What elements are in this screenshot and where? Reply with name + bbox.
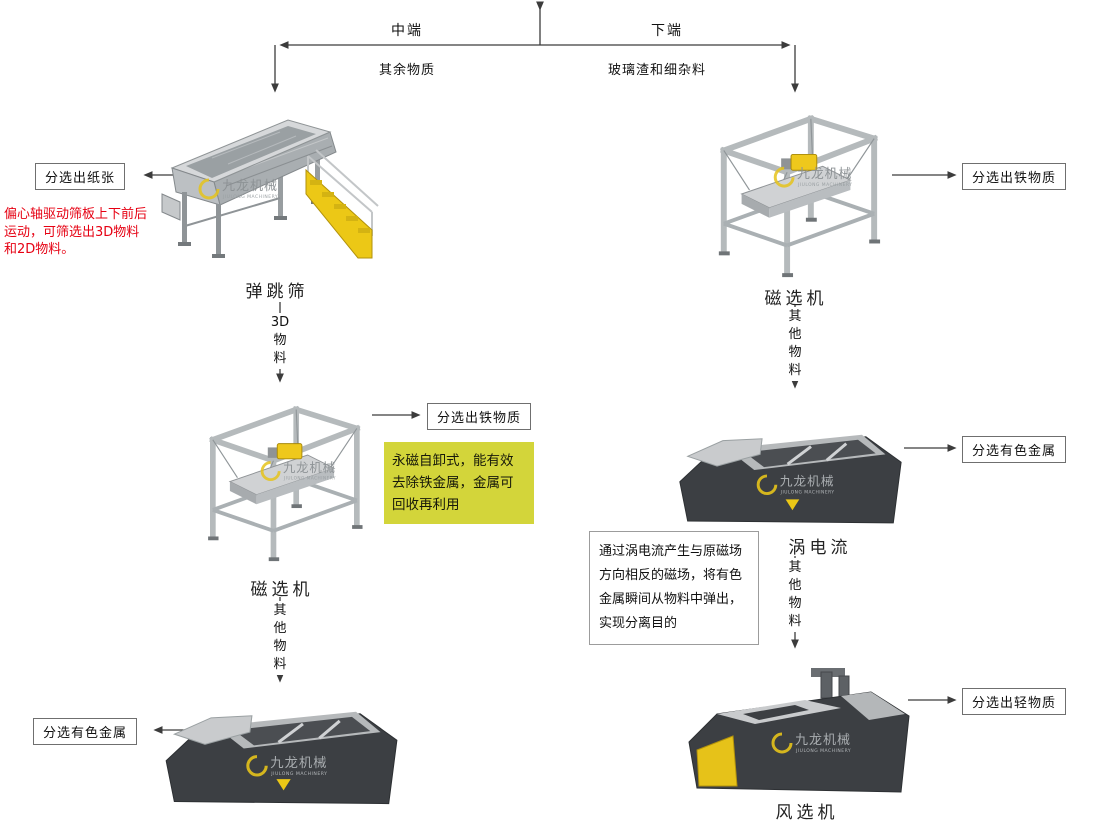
rim-right — [841, 692, 905, 720]
watermark-sub: JIULONG MACHINERY — [270, 771, 327, 777]
outcome-box-iron-left: 分选出铁物质 — [427, 403, 532, 430]
magnet-frame-illustration: 九龙机械 JIULONG MACHINERY — [718, 115, 881, 278]
caption-magnet-left: 磁选机 — [250, 580, 314, 600]
caption-air-separator: 风选机 — [775, 803, 839, 823]
watermark-sub: JIULONG MACHINERY — [222, 194, 278, 200]
machine-bounce-screen: 九龙机械 JIULONG MACHINERY — [160, 106, 395, 271]
stair-railing — [307, 155, 373, 213]
air-separator-illustration: 九龙机械 JIULONG MACHINERY — [688, 668, 910, 793]
yellow-detail — [276, 779, 291, 791]
stream-label-other-materials: 其余物质 — [378, 63, 435, 78]
flow-label-3d-material: 3D 物 料 — [261, 313, 299, 369]
watermark-sub: JIULONG MACHINERY — [797, 182, 852, 188]
outcome-box-iron-right: 分选出铁物质 — [962, 163, 1067, 190]
watermark-name: 九龙机械 — [222, 179, 278, 194]
brand-watermark: 九龙机械 JIULONG MACHINERY — [260, 460, 336, 482]
brand-watermark: 九龙机械 JIULONG MACHINERY — [246, 755, 327, 777]
magnet-frame-illustration: 九龙机械 JIULONG MACHINERY — [208, 405, 363, 562]
flow-label-other-left: 其 他 物 料 — [261, 601, 299, 675]
watermark-name: 九龙机械 — [797, 167, 852, 182]
brand-watermark: 九龙机械 JIULONG MACHINERY — [771, 732, 851, 754]
yellow-motor — [790, 153, 818, 171]
machine-air-separator: 九龙机械 JIULONG MACHINERY — [683, 658, 915, 798]
screen-trough — [186, 126, 316, 178]
feed-hood — [172, 715, 253, 745]
branch-label-middle-end: 中端 — [391, 23, 423, 39]
discharge-chute — [161, 193, 181, 221]
outcome-box-nonferrous-right: 分选有色金属 — [962, 436, 1067, 463]
bounce-screen-illustration: 九龙机械 JIULONG MACHINERY — [161, 119, 379, 259]
caption-eddy-right: 涡电流 — [788, 538, 852, 558]
note-permanent-magnet: 永磁自卸式，能有效 去除铁金属，金属可 回收再利用 — [384, 442, 534, 524]
logo-swoosh-icon — [771, 732, 793, 754]
watermark-name: 九龙机械 — [795, 733, 851, 748]
note-eccentric-shaft: 偏心轴驱动筛板上下前后 运动，可筛选出3D物料 和2D物料。 — [4, 207, 148, 257]
stream-label-glass-debris: 玻璃渣和细杂料 — [607, 63, 706, 78]
logo-swoosh-icon — [246, 755, 268, 777]
deck-opening — [743, 705, 809, 720]
watermark-sub: JIULONG MACHINERY — [283, 476, 336, 482]
brand-watermark: 九龙机械 JIULONG MACHINERY — [773, 166, 852, 188]
watermark-name: 九龙机械 — [283, 460, 336, 475]
watermark-sub: JIULONG MACHINERY — [780, 490, 835, 496]
watermark-name: 九龙机械 — [780, 474, 835, 489]
note-eddy-principle: 通过涡电流产生与原磁场 方向相反的磁场，将有色 金属瞬间从物料中弹出， 实现分离… — [589, 531, 759, 645]
eddy-current-illustration: 九龙机械 JIULONG MACHINERY — [679, 434, 902, 524]
outcome-box-light: 分选出轻物质 — [962, 688, 1067, 715]
yellow-detail — [785, 499, 800, 511]
caption-bounce-screen: 弹跳筛 — [245, 282, 309, 302]
machine-magnet-left: 九龙机械 JIULONG MACHINERY — [192, 393, 372, 571]
logo-swoosh-icon — [198, 178, 220, 200]
yellow-panel — [696, 735, 738, 787]
brand-watermark: 九龙机械 JIULONG MACHINERY — [198, 178, 278, 200]
machine-eddy-left: 九龙机械 JIULONG MACHINERY — [158, 693, 403, 808]
caption-magnet-right: 磁选机 — [764, 289, 828, 309]
branch-label-lower-end: 下端 — [651, 23, 683, 39]
watermark-name: 九龙机械 — [270, 755, 327, 771]
brand-watermark: 九龙机械 JIULONG MACHINERY — [756, 474, 835, 496]
feed-hood — [686, 438, 763, 467]
logo-swoosh-icon — [260, 461, 281, 482]
flow-label-other-right-1: 其 他 物 料 — [776, 307, 814, 381]
machine-magnet-right: 九龙机械 JIULONG MACHINERY — [697, 103, 895, 286]
machine-eddy-right: 九龙机械 JIULONG MACHINERY — [672, 417, 907, 527]
yellow-motor — [276, 443, 303, 460]
watermark-sub: JIULONG MACHINERY — [795, 748, 851, 754]
eddy-current-illustration: 九龙机械 JIULONG MACHINERY — [165, 711, 398, 805]
flow-label-other-right-2: 其 他 物 料 — [776, 558, 814, 632]
outcome-box-paper: 分选出纸张 — [35, 163, 126, 190]
conveyor-plate — [228, 454, 336, 496]
logo-swoosh-icon — [756, 474, 778, 495]
outcome-box-nonferrous-left: 分选有色金属 — [33, 718, 138, 745]
logo-swoosh-icon — [773, 166, 795, 188]
